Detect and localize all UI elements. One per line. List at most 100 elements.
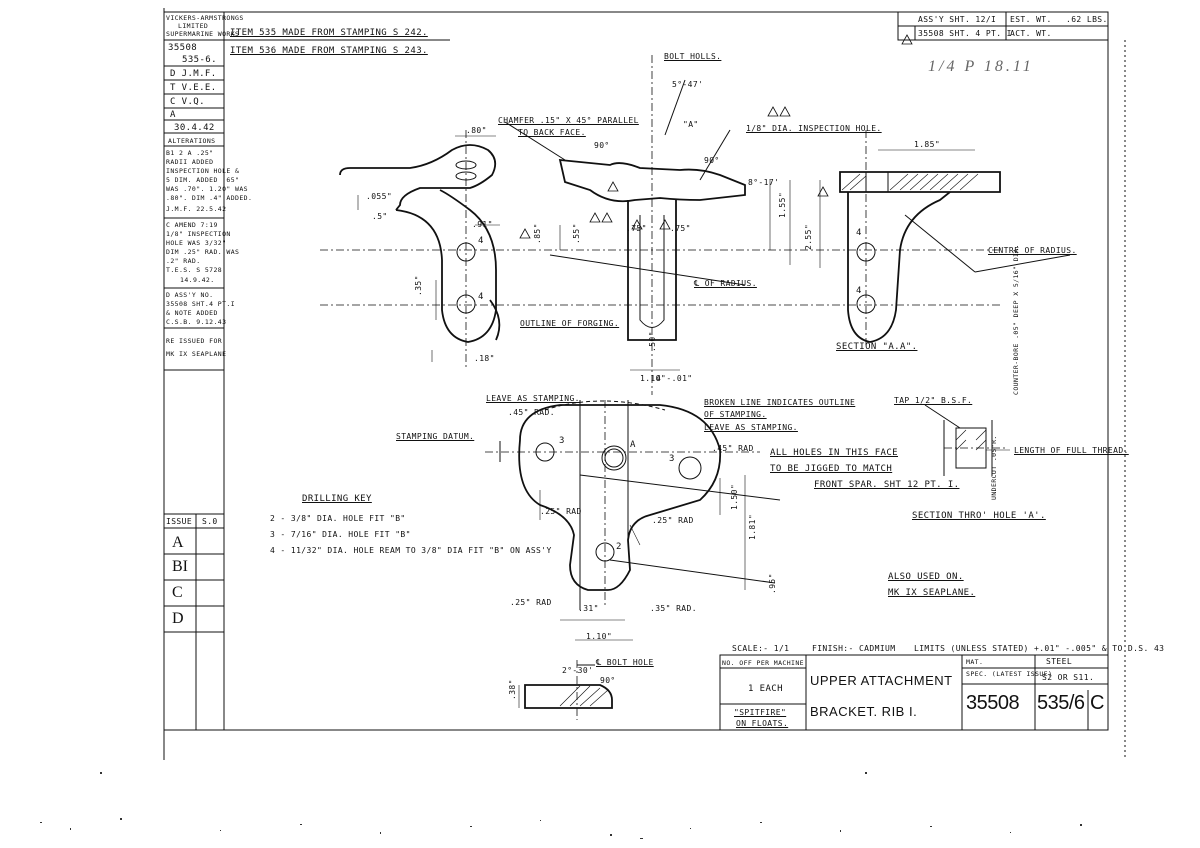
spec-value: S2 or S11. — [1042, 673, 1095, 682]
dim-5: .5" — [372, 212, 388, 221]
bolt-hole-label: ℄ Bolt Hole — [596, 658, 654, 667]
reissued-line-1: Re Issued For — [166, 337, 223, 345]
dim-401: 4 -.01" — [656, 374, 693, 383]
dim-91: .91" — [472, 220, 493, 229]
on-floats: On Floats. — [736, 719, 789, 728]
all-holes-line-2: To Be Jigged To Match — [770, 464, 893, 474]
reissued-line-2: Mk IX Seaplane — [166, 350, 227, 358]
rad-45-1: .45" Rad. — [508, 408, 555, 417]
leave-as-stamping-1: Leave As Stamping. — [486, 394, 580, 403]
centre-of-radius-note: Centre Of Radius. — [988, 246, 1077, 255]
section-aa-title: Section "A.A". — [836, 342, 918, 352]
assy-ref: 35508 Sht. 4 Pt. I — [918, 29, 1012, 38]
part-title-line-1: Upper Attachment — [810, 673, 953, 688]
maker-line-2: Limited — [178, 22, 209, 30]
section-aa-view — [839, 130, 1071, 345]
dim-18: .18" — [474, 354, 495, 363]
dim-55: .55" — [572, 223, 581, 244]
hole-label: A — [630, 440, 636, 450]
no-off-label: No. Off Per Machine — [722, 659, 804, 667]
of-stamping-note: Of Stamping. — [704, 410, 767, 419]
dim-35: .35" — [414, 275, 423, 296]
left-drawing-no: 35508 — [168, 43, 198, 53]
est-wt-value: .62 Lbs. — [1066, 15, 1108, 24]
issue-c: C — [172, 584, 183, 601]
inspection-hole-note: 1/8" Dia. Inspection Hole. — [746, 124, 882, 133]
drilling-key-line-4: 4 - 11/32" Dia. Hole Ream To 3/8" Dia Fi… — [270, 546, 552, 555]
tap-note: Tap 1/2" B.S.F. — [894, 396, 973, 405]
mat-label: Mat. — [966, 658, 984, 666]
bolt-holes-label: Bolt Holls. — [664, 52, 722, 61]
dim-95: .95" — [768, 573, 777, 594]
cl-of-radius-note: ℄ Of Radius. — [694, 279, 757, 288]
part-title-line-2: Bracket. Rib I. — [810, 704, 918, 719]
revision-triangles — [519, 34, 913, 239]
angle-90b: 90° — [600, 676, 616, 685]
mat-value: Steel — [1046, 657, 1073, 666]
spec-label: Spec. (Latest Issue) — [966, 670, 1053, 678]
section-thro-hole-title: Section Thro' Hole 'A'. — [912, 511, 1046, 521]
checked-by: C V.Q. — [170, 97, 205, 107]
maker-line-1: Vickers-Armstrongs — [166, 14, 244, 22]
dim-181: 1.81" — [748, 513, 757, 540]
act-wt-label: Act. Wt. — [1010, 29, 1052, 38]
approval-date: 30.4.42 — [174, 123, 215, 133]
est-wt-label: Est. Wt. — [1010, 15, 1052, 24]
also-used-on: Also Used On. — [888, 572, 964, 582]
limits-note: Limits (Unless Stated) +.01" -.005" & To… — [914, 644, 1165, 653]
hole-label: 4 — [478, 292, 484, 302]
issue-value: S.0 — [202, 517, 218, 526]
item-535-note: Item 535 Made From Stamping S 242. — [230, 28, 428, 38]
chamfer-note: Chamfer .15" x 45° Parallel — [498, 116, 639, 125]
dim-75a: .75" — [626, 224, 647, 233]
left-view-bracket — [320, 130, 1000, 370]
angle-top: 5°-47' — [672, 80, 704, 89]
angle-90-left: 90° — [594, 141, 610, 150]
dim-80: .80" — [466, 126, 487, 135]
section-a-marker-top: "A" — [683, 120, 699, 129]
dim-85: .85" — [533, 223, 542, 244]
handwritten-note: 1/4 P 18.11 — [928, 58, 1034, 75]
rad-25-b: .25" Rad — [652, 516, 694, 525]
dim-75b: .75" — [670, 224, 691, 233]
section-thro-hole-view — [924, 404, 1010, 476]
dim-50: .50" — [648, 331, 657, 352]
plan-view-stamping — [485, 400, 781, 641]
hole-label: 4 — [478, 236, 484, 246]
dim-38: .38" — [508, 679, 517, 700]
to-back-face-note: To Back Face. — [518, 128, 586, 137]
drilling-key-title: Drilling Key — [302, 494, 372, 504]
issue-b1: BI — [172, 558, 188, 575]
maker-line-3: Supermarine Works — [166, 30, 240, 38]
issue-label: Issue — [166, 517, 193, 526]
item-536-note: Item 536 Made From Stamping S 243. — [230, 46, 428, 56]
assy-sheet: Ass'y Sht. 12/I — [918, 15, 997, 24]
dim-31: .31" — [578, 604, 599, 613]
title-part-no: 535/6 — [1037, 692, 1085, 714]
dim-150: 1.50" — [730, 483, 739, 510]
rad-25-a: .25" Rad — [540, 507, 582, 516]
issue-a: A — [172, 534, 184, 551]
drilling-key-line-2: 2 - 3/8" Dia. Hole Fit "B" — [270, 514, 406, 523]
finish-note: Finish:- Cadmium — [812, 644, 896, 653]
counter-bore-note: Counter-Bore .05" Deep x 5/16" Dia. — [1012, 244, 1020, 395]
center-view-bracket — [504, 55, 821, 395]
outline-of-forging-note: Outline Of Forging. — [520, 319, 620, 328]
angle-817: 8°-17' — [748, 178, 780, 187]
angle-30: 2°-30' — [562, 666, 594, 675]
dim-155: 1.55" — [778, 191, 787, 218]
length-of-full-thread-note: Length Of Full Thread. — [1014, 446, 1129, 455]
drilling-key-line-3: 3 - 7/16" Dia. Hole Fit "B" — [270, 530, 411, 539]
bolt-hole-section — [518, 660, 613, 720]
hole-label: 4 — [856, 286, 862, 296]
aircraft-name: "Spitfire" — [734, 708, 787, 717]
dim-110-mid: 1.10" — [640, 374, 667, 383]
issue-d: D — [172, 610, 184, 627]
rad-35: .35" Rad. — [650, 604, 697, 613]
all-holes-line-1: All Holes In This Face — [770, 448, 899, 458]
rad-45-2: .45" Rad — [712, 444, 754, 453]
angle-90-right: 90° — [704, 156, 720, 165]
hole-label: 2 — [616, 542, 622, 552]
scale-note: Scale:- 1/1 — [732, 644, 790, 653]
